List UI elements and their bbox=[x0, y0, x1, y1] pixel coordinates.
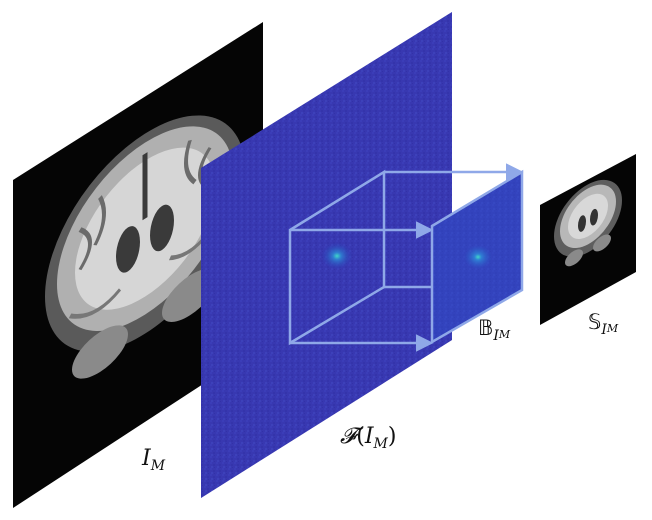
projection-box bbox=[288, 163, 524, 352]
fourier-spectrum-center bbox=[321, 242, 353, 270]
small-image-plane bbox=[540, 154, 636, 325]
label-fourier-sub: M bbox=[373, 436, 388, 452]
band-plane bbox=[432, 172, 522, 342]
label-band-main: 𝔹 bbox=[478, 316, 494, 340]
label-band-subsub: M bbox=[498, 328, 511, 341]
band-plane-outline bbox=[430, 169, 524, 345]
label-fourier-func: 𝓕 bbox=[340, 424, 357, 449]
label-small-subsub: M bbox=[606, 322, 619, 335]
label-fourier-open: ( bbox=[356, 424, 365, 449]
label-band-sub: I bbox=[493, 328, 499, 344]
label-image-main: I bbox=[142, 446, 151, 471]
fourier-plane bbox=[201, 12, 452, 498]
label-band: 𝔹IM bbox=[478, 316, 511, 344]
label-small-sub: I bbox=[601, 322, 607, 338]
label-image-sub: M bbox=[150, 458, 166, 474]
label-small-main: 𝕊 bbox=[588, 310, 602, 334]
label-fourier-close: ) bbox=[387, 424, 397, 449]
label-fourier-arg: I bbox=[364, 424, 374, 449]
label-small: 𝕊IM bbox=[588, 310, 619, 338]
band-spectrum-center bbox=[464, 245, 492, 269]
label-fourier: 𝓕(IM) bbox=[340, 424, 397, 452]
label-image: IM bbox=[142, 446, 166, 474]
